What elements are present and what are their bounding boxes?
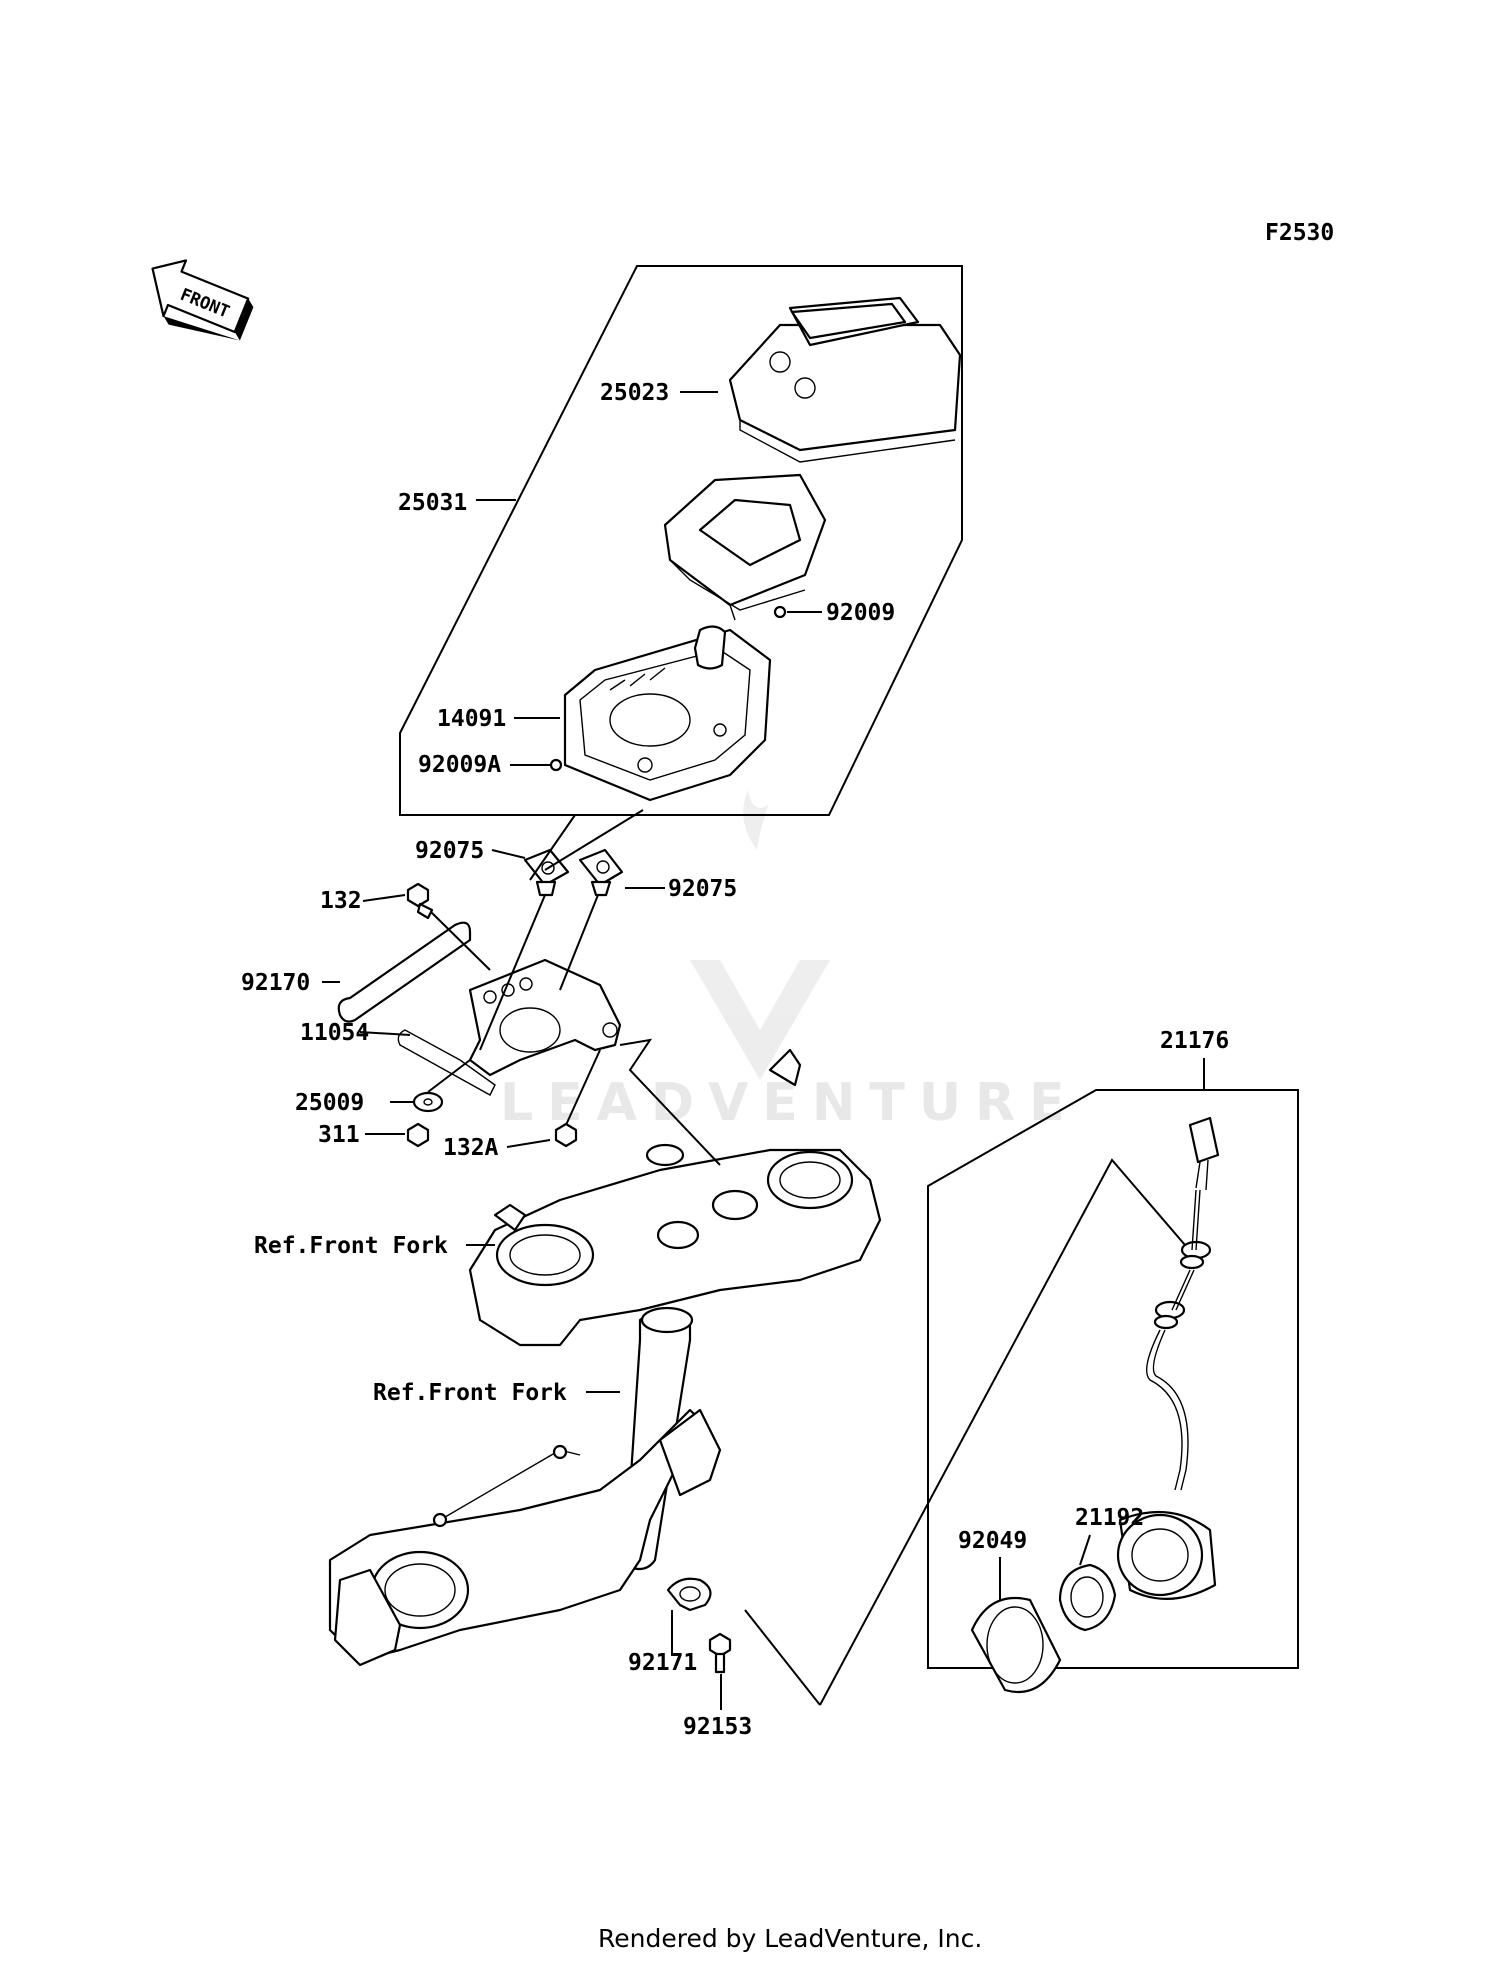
- part-311-nut: [406, 1122, 430, 1148]
- part-11054-bracket: [397, 958, 622, 1096]
- label-ref-front-fork-lower: Ref.Front Fork: [373, 1380, 567, 1406]
- part-92153-bolt: [708, 1632, 732, 1674]
- part-21192-ring: [1058, 1563, 1117, 1632]
- part-25031-meter-body: [663, 473, 827, 621]
- label-132: 132: [320, 888, 362, 914]
- label-92009: 92009: [826, 600, 895, 626]
- label-21192: 21192: [1075, 1505, 1144, 1531]
- watermark-text: LEADVENTURE: [500, 1073, 1079, 1133]
- leader-lines: [322, 391, 1205, 1710]
- label-25023: 25023: [600, 380, 669, 406]
- label-92009A: 92009A: [418, 752, 501, 778]
- part-14091-meter-case: [563, 625, 772, 802]
- part-92009-screw: [773, 605, 787, 619]
- label-ref-front-fork-upper: Ref.Front Fork: [254, 1233, 448, 1259]
- label-25031: 25031: [398, 490, 467, 516]
- part-25023-meter-cover: [728, 296, 962, 463]
- upper-triple-clamp: [468, 1048, 882, 1347]
- label-311: 311: [318, 1122, 360, 1148]
- label-11054: 11054: [300, 1020, 369, 1046]
- label-21176: 21176: [1160, 1028, 1229, 1054]
- diagram-id: F2530: [1265, 220, 1334, 246]
- part-25009-washer: [412, 1091, 444, 1113]
- label-14091: 14091: [437, 706, 506, 732]
- part-92171-clamp: [666, 1577, 712, 1612]
- label-92170: 92170: [241, 970, 310, 996]
- part-92049-seal: [970, 1596, 1062, 1694]
- part-21176-sensor: [1116, 1116, 1220, 1600]
- assembly-outline-25031: [399, 265, 963, 816]
- label-92049: 92049: [958, 1528, 1027, 1554]
- watermark-logo: LEADVENTURE: [500, 790, 1079, 1133]
- label-92075-left: 92075: [415, 838, 484, 864]
- part-132-bolt: [406, 882, 434, 920]
- label-25009: 25009: [295, 1090, 364, 1116]
- part-92009A-screw: [549, 758, 563, 772]
- label-92171: 92171: [628, 1650, 697, 1676]
- part-92075-grommet-right: [578, 848, 624, 897]
- lower-triple-clamp-stem: [328, 1306, 722, 1667]
- footer-credit: Rendered by LeadVenture, Inc.: [598, 1924, 982, 1953]
- part-92170-band: [337, 921, 472, 1023]
- assembly-outline-21176: [927, 1089, 1299, 1669]
- part-92075-grommet-left: [523, 848, 570, 897]
- part-132A-bolt: [554, 1122, 578, 1148]
- front-arrow-icon: FRONT: [151, 259, 254, 341]
- label-92075-right: 92075: [668, 876, 737, 902]
- label-92153: 92153: [683, 1714, 752, 1740]
- label-132A: 132A: [443, 1135, 499, 1161]
- part-labels: 25023 25031 92009 14091 92009A 92075 920…: [241, 380, 1229, 1740]
